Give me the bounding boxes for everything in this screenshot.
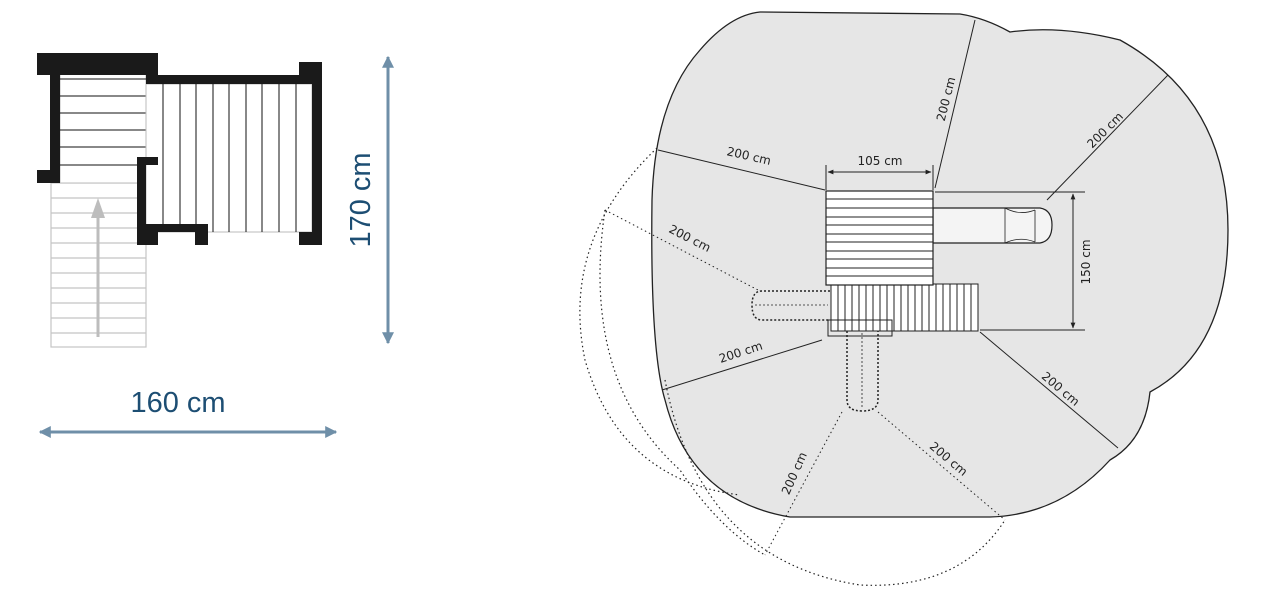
slide	[932, 207, 1053, 244]
width-dimension-label: 105 cm	[857, 154, 902, 168]
depth-dimension-label: 150 cm	[1079, 239, 1093, 284]
deck-boards	[145, 83, 313, 233]
safety-zone-area	[651, 11, 1229, 518]
clearance-lines	[604, 19, 1169, 556]
walls	[37, 53, 322, 245]
upper-stairs	[59, 61, 147, 184]
safety-zone-plan: 105 cm 150 cm 200 cm 200 cm 200 cm 200 c…	[579, 11, 1229, 586]
deck	[827, 283, 979, 337]
height-label: 170 cm	[345, 152, 377, 247]
swing-arcs	[579, 147, 1006, 586]
direction-arrow-icon	[91, 198, 105, 337]
tunnel-bottom	[846, 331, 879, 412]
roof	[825, 190, 934, 286]
tunnel-left	[751, 290, 830, 321]
width-label: 160 cm	[130, 387, 225, 419]
footprint-plan: 170 cm 160 cm	[37, 53, 394, 438]
